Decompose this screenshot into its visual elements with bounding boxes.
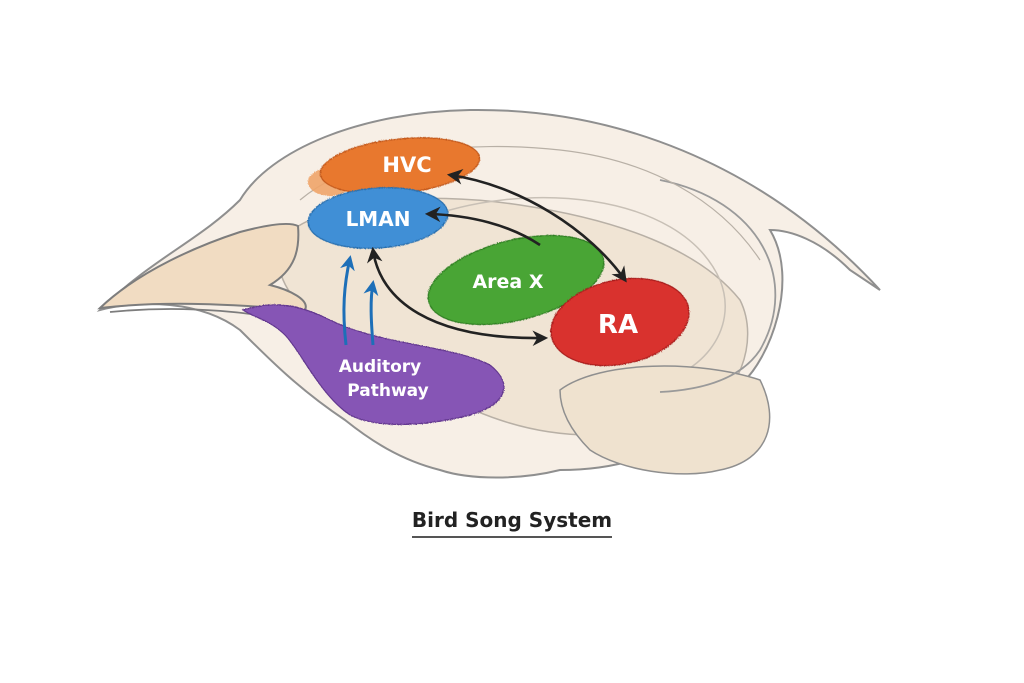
- beak: [97, 223, 307, 312]
- region-hvc[interactable]: HVC: [308, 131, 482, 201]
- brain-lower-lobe: [559, 365, 771, 475]
- arrow-lman-ra: [367, 246, 549, 347]
- region-ra[interactable]: RA: [543, 266, 697, 377]
- brain-rear-curve: [659, 179, 777, 393]
- connections: [340, 169, 627, 347]
- region-auditory-pathway[interactable]: Auditory Pathway: [241, 304, 505, 426]
- arrow-areax-lman: [424, 206, 541, 247]
- region-lman[interactable]: LMAN: [306, 183, 450, 253]
- ra-label: RA: [598, 310, 638, 340]
- auditory-label-line2: Pathway: [347, 381, 428, 401]
- arrow-auditory-lman-1: [340, 255, 355, 346]
- hvc-label: HVC: [382, 153, 431, 177]
- auditory-pathway-shape: [241, 304, 505, 426]
- arrow-hvc-ra: [446, 169, 627, 283]
- diagram-title: Bird Song System: [411, 508, 613, 538]
- lman-label: LMAN: [346, 207, 411, 231]
- auditory-label-line1: Auditory: [339, 357, 422, 377]
- area-x-label: Area X: [472, 271, 543, 293]
- diagram-caption: Bird Song System: [0, 508, 1024, 538]
- arrow-auditory-lman-2: [363, 280, 379, 346]
